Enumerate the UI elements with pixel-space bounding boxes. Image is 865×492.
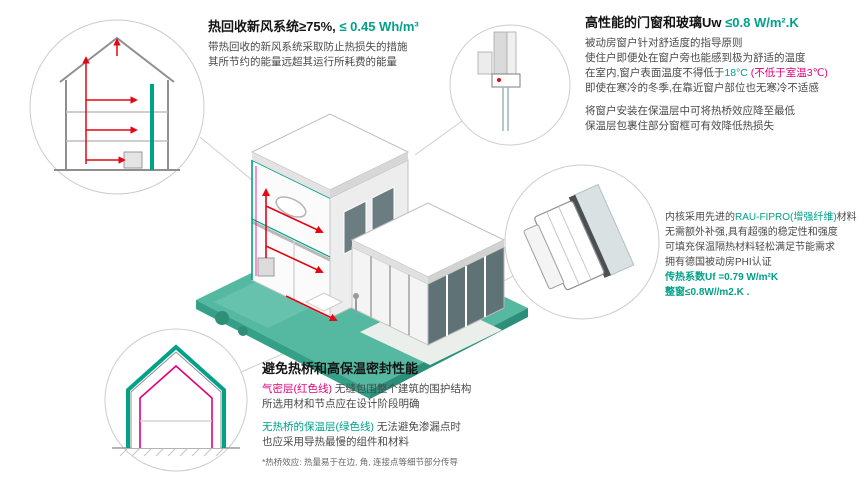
curtain-wall-mullions [446,256,486,336]
ventilation-title-accent: ≤ 0.45 Wh/m³ [339,19,419,34]
windows-body-line: 保温层包裹住部分窗框可有效降低热损失 [585,120,774,132]
profile-intro-end: 材料 [836,212,857,223]
window-profile-illustration [504,164,660,320]
ventilation-title: 热回收新风系统≥75%, ≤ 0.45 Wh/m³ [208,18,476,35]
airflow-arrows [82,38,138,164]
windows-body-line: 将窗户安装在保温层中可将热桥效应降至最低 [585,105,795,117]
ventilation-body-line: 其所节约的能量远超其运行所耗费的能量 [208,56,397,68]
windows-body-line: 使住户即便处在窗户旁也能感到极为舒适的温度 [585,52,806,64]
thermal-body-line: 无热桥的保温层(绿色线) 无法避免渗漏点时 [262,420,572,435]
windows-body-line: 即使在寒冷的冬季,在靠近窗户部位也无寒冷不适感 [585,82,819,94]
windows-temp-value: 18°C [724,67,748,79]
profile-text-block: 内核采用先进的RAU-FIPRO(增强纤维)材料 无需额外补强,具有超强的稳定性… [665,210,863,300]
windows-text-block: 高性能的门窗和玻璃Uw ≤0.8 W/m².K 被动房窗户针对舒适度的指导原则 … [585,14,861,134]
windows-title: 高性能的门窗和玻璃Uw ≤0.8 W/m².K [585,14,861,31]
profile-material-name: RAU-FIPRO(增强纤维) [735,212,837,223]
profile-body-line: 无需额外补强,具有超强的稳定性和强度 [665,227,838,238]
profile-body-line: 拥有德国被动房PHI认证 [665,257,772,268]
person-figure [353,293,359,313]
ventilation-body-line: 带热回收的新风系统采取防止热损失的措施 [208,41,408,53]
insulation-layer-line [126,344,226,448]
airtight-layer-label: 气密层(红色线) [262,383,332,395]
tree-icon [238,326,248,336]
ventilation-text-block: 热回收新风系统≥75%, ≤ 0.45 Wh/m³ 带热回收的新风系统采取防止热… [208,18,476,70]
windows-temp-text: 在室内,窗户表面温度不得低于 [585,67,725,79]
windows-title-accent: ≤0.8 W/m².K [725,15,799,30]
house-cutaway-illustration [250,113,506,346]
profile-uf-value: 传热系数Uf =0.79 W/m²K [665,272,779,283]
insulation-layer-text: 无法避免渗漏点时 [374,421,461,433]
tree-icon [215,311,229,325]
airtight-layer-text: 无缝包围整个建筑的围护结构 [332,383,472,395]
heat-recovery-unit [123,151,143,169]
windows-temp-note: (不低于室温3℃) [747,67,828,79]
ventilation-title-main: 热回收新风系统≥75%, [208,19,340,34]
windows-body-line: 在室内,窗户表面温度不得低于18°C (不低于室温3℃) [585,66,861,81]
ventilation-section-illustration [29,19,205,195]
profile-body-line: 可填充保温隔热材料轻松满足节能需求 [665,242,835,253]
duct-lines [262,188,338,322]
thermal-footnote: *热桥效应: 热量易于在边, 角, 连接点等细节部分传导 [262,457,458,467]
profile-intro: 内核采用先进的 [665,212,735,223]
glass-door-frames [370,256,410,335]
windows-title-main: 高性能的门窗和玻璃Uw [585,15,726,30]
insulation-layer-label: 无热桥的保温层(绿色线) [262,421,374,433]
windows-body-line: 被动房窗户针对舒适度的指导原则 [585,37,743,49]
profile-uw-value: 整窗≤0.8W//m2.K . [665,287,750,298]
bathtub [275,196,307,218]
thermal-body-line: 也应采用导热最慢的组件和材料 [262,436,409,448]
ground-hatch [119,448,224,457]
window-detail-illustration [449,24,571,146]
kitchen-island [304,292,344,312]
thermal-title: 避免热桥和高保温密封性能 [262,361,419,376]
profile-body-line: 内核采用先进的RAU-FIPRO(增强纤维)材料 [665,210,863,225]
insulation-house-illustration [104,328,248,472]
thermal-body-line: 气密层(红色线) 无缝包围整个建筑的围护结构 [262,382,572,397]
airtight-layer-line [139,364,213,448]
ventilation-unit [257,257,275,277]
thermal-text-block: 避免热桥和高保温密封性能 气密层(红色线) 无缝包围整个建筑的围护结构 所选用材… [262,360,572,468]
thermal-body-line: 所选用材和节点应在设计阶段明确 [262,398,420,410]
